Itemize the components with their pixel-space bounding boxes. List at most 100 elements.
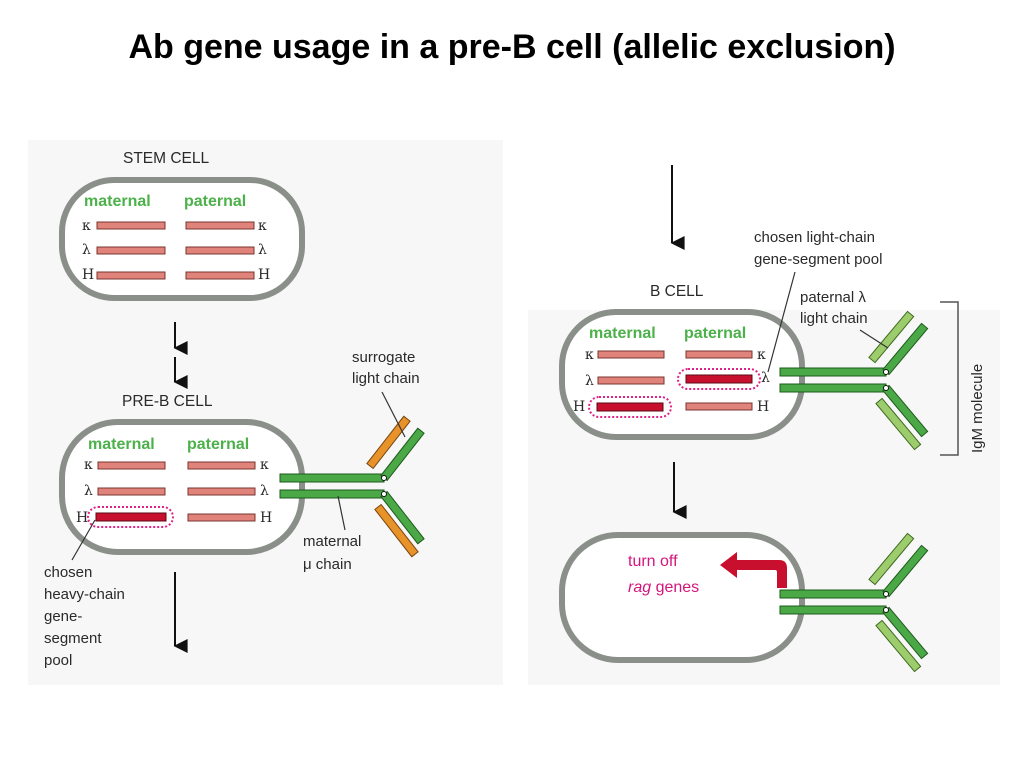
mu-chain-label-line2: μ chain	[303, 556, 352, 573]
chosen-heavy-line3: gene-	[44, 608, 82, 625]
preb-maternal-lambda-segment	[97, 487, 166, 496]
bcell-chosen-heavy-halo	[588, 396, 672, 418]
pre-b-receptor	[279, 415, 425, 558]
bcell-maternal-label: maternal	[589, 325, 656, 342]
chosen-heavy-line5: pool	[44, 652, 72, 669]
bcell-igm-molecule	[779, 310, 929, 451]
preb-chosen-heavy-segment	[95, 512, 167, 522]
bcell-paternal-label: paternal	[684, 325, 746, 342]
rag-gene-text: rag	[628, 579, 651, 596]
bcell-paternal-heavy-segment	[685, 402, 753, 411]
final-heavy-chain-upper	[779, 589, 887, 599]
b-cell-label: B CELL	[650, 283, 704, 300]
preb-paternal-label: paternal	[187, 436, 249, 453]
stem-maternal-kappa-segment	[96, 221, 166, 230]
stem-paternal-label: paternal	[184, 193, 246, 210]
preb-paternal-lambda-segment	[187, 487, 256, 496]
turn-off-label-line2: rag genes	[628, 579, 699, 596]
stem-paternal-kappa-segment	[185, 221, 255, 230]
preb-paternal-heavy-segment	[187, 513, 256, 522]
igm-light-chain-lower	[875, 397, 922, 451]
stem-paternal-lambda-segment	[185, 246, 255, 255]
preb-hinge-lower	[381, 491, 387, 497]
stem-cell-outline	[59, 177, 305, 301]
b-cell: B CELL maternal paternal κ λ H κ λ H	[559, 283, 805, 440]
surrogate-pointer	[381, 391, 406, 438]
turn-off-arrow	[720, 552, 787, 588]
preb-lambda-right: λ	[260, 483, 269, 499]
bcell-maternal-lambda-segment	[597, 376, 665, 385]
preb-mu-chain-upper	[279, 473, 385, 483]
light-pool-pointer	[767, 271, 796, 373]
stem-maternal-label: maternal	[84, 193, 151, 210]
chosen-heavy-line1: chosen	[44, 564, 92, 581]
stem-cell: STEM CELL maternal paternal κ λ H κ λ H	[59, 150, 305, 301]
surrogate-label-line2: light chain	[352, 370, 420, 387]
stem-lambda-right: λ	[258, 242, 267, 258]
igm-light-chain-upper	[868, 310, 915, 364]
stem-lambda-left: λ	[82, 242, 91, 258]
bcell-chosen-lambda-halo	[677, 368, 761, 390]
final-hinge-upper	[883, 591, 889, 597]
bcell-kappa-left: κ	[585, 347, 594, 363]
light-pool-label-line2: gene-segment pool	[754, 251, 882, 268]
preb-hinge-upper	[381, 475, 387, 481]
final-light-chain-upper	[868, 532, 915, 586]
stem-kappa-right: κ	[258, 218, 267, 234]
chosen-heavy-pointer	[71, 519, 96, 561]
stem-cell-label: STEM CELL	[123, 150, 210, 167]
igm-molecule-label: IgM molecule	[969, 364, 986, 453]
surrogate-label-line1: surrogate	[352, 349, 415, 366]
final-cell: turn off rag genes	[559, 532, 805, 663]
stem-maternal-heavy-segment	[96, 271, 166, 280]
bcell-paternal-kappa-segment	[685, 350, 753, 359]
genes-text: genes	[651, 579, 699, 596]
turn-off-label-line1: turn off	[628, 553, 678, 570]
paternal-lambda-pointer	[859, 329, 889, 349]
bcell-maternal-kappa-segment	[597, 350, 665, 359]
igm-heavy-chain-lower	[779, 383, 887, 393]
preb-lambda-left: λ	[84, 483, 93, 499]
pre-b-cell: PRE-B CELL maternal paternal κ λ H κ λ H	[59, 393, 305, 555]
igm-heavy-chain-upper	[779, 367, 887, 377]
stem-paternal-heavy-segment	[185, 271, 255, 280]
final-light-chain-lower	[875, 619, 922, 673]
preb-surrogate-light-lower	[374, 503, 419, 558]
igm-hinge-lower	[883, 385, 889, 391]
preb-surrogate-light-upper	[366, 415, 411, 470]
preb-heavy-left: H	[76, 510, 88, 526]
stem-maternal-lambda-segment	[96, 246, 166, 255]
stem-kappa-left: κ	[82, 218, 91, 234]
slide-title: Ab gene usage in a pre-B cell (allelic e…	[128, 28, 896, 66]
chosen-heavy-line4: segment	[44, 630, 102, 647]
bcell-chosen-heavy-segment	[596, 402, 664, 412]
stem-heavy-left: H	[82, 267, 94, 283]
mu-chain-pointer	[337, 495, 346, 531]
preb-kappa-left: κ	[84, 457, 93, 473]
preb-kappa-right: κ	[260, 457, 269, 473]
bcell-kappa-right: κ	[757, 347, 766, 363]
chosen-heavy-line2: heavy-chain	[44, 586, 125, 603]
final-igm-molecule	[779, 532, 929, 673]
stem-heavy-right: H	[258, 267, 270, 283]
final-hinge-lower	[883, 607, 889, 613]
pre-b-cell-label: PRE-B CELL	[122, 393, 213, 410]
final-cell-outline	[559, 532, 805, 663]
preb-maternal-label: maternal	[88, 436, 155, 453]
preb-heavy-right: H	[260, 510, 272, 526]
igm-bracket	[940, 301, 959, 456]
mu-chain-label-line1: maternal	[303, 533, 361, 550]
paternal-lambda-label-line1: paternal λ	[800, 289, 866, 306]
bcell-chosen-lambda-segment	[685, 374, 753, 384]
bcell-lambda-right: λ	[761, 370, 770, 386]
final-heavy-chain-lower	[779, 605, 887, 615]
bcell-heavy-right: H	[757, 399, 769, 415]
paternal-lambda-label-line2: light chain	[800, 310, 868, 327]
preb-mu-chain-lower	[279, 489, 385, 499]
preb-maternal-kappa-segment	[97, 461, 166, 470]
preb-paternal-kappa-segment	[187, 461, 256, 470]
bcell-heavy-left: H	[573, 399, 585, 415]
preb-chosen-heavy-halo	[87, 506, 174, 528]
bcell-lambda-left: λ	[585, 373, 594, 389]
